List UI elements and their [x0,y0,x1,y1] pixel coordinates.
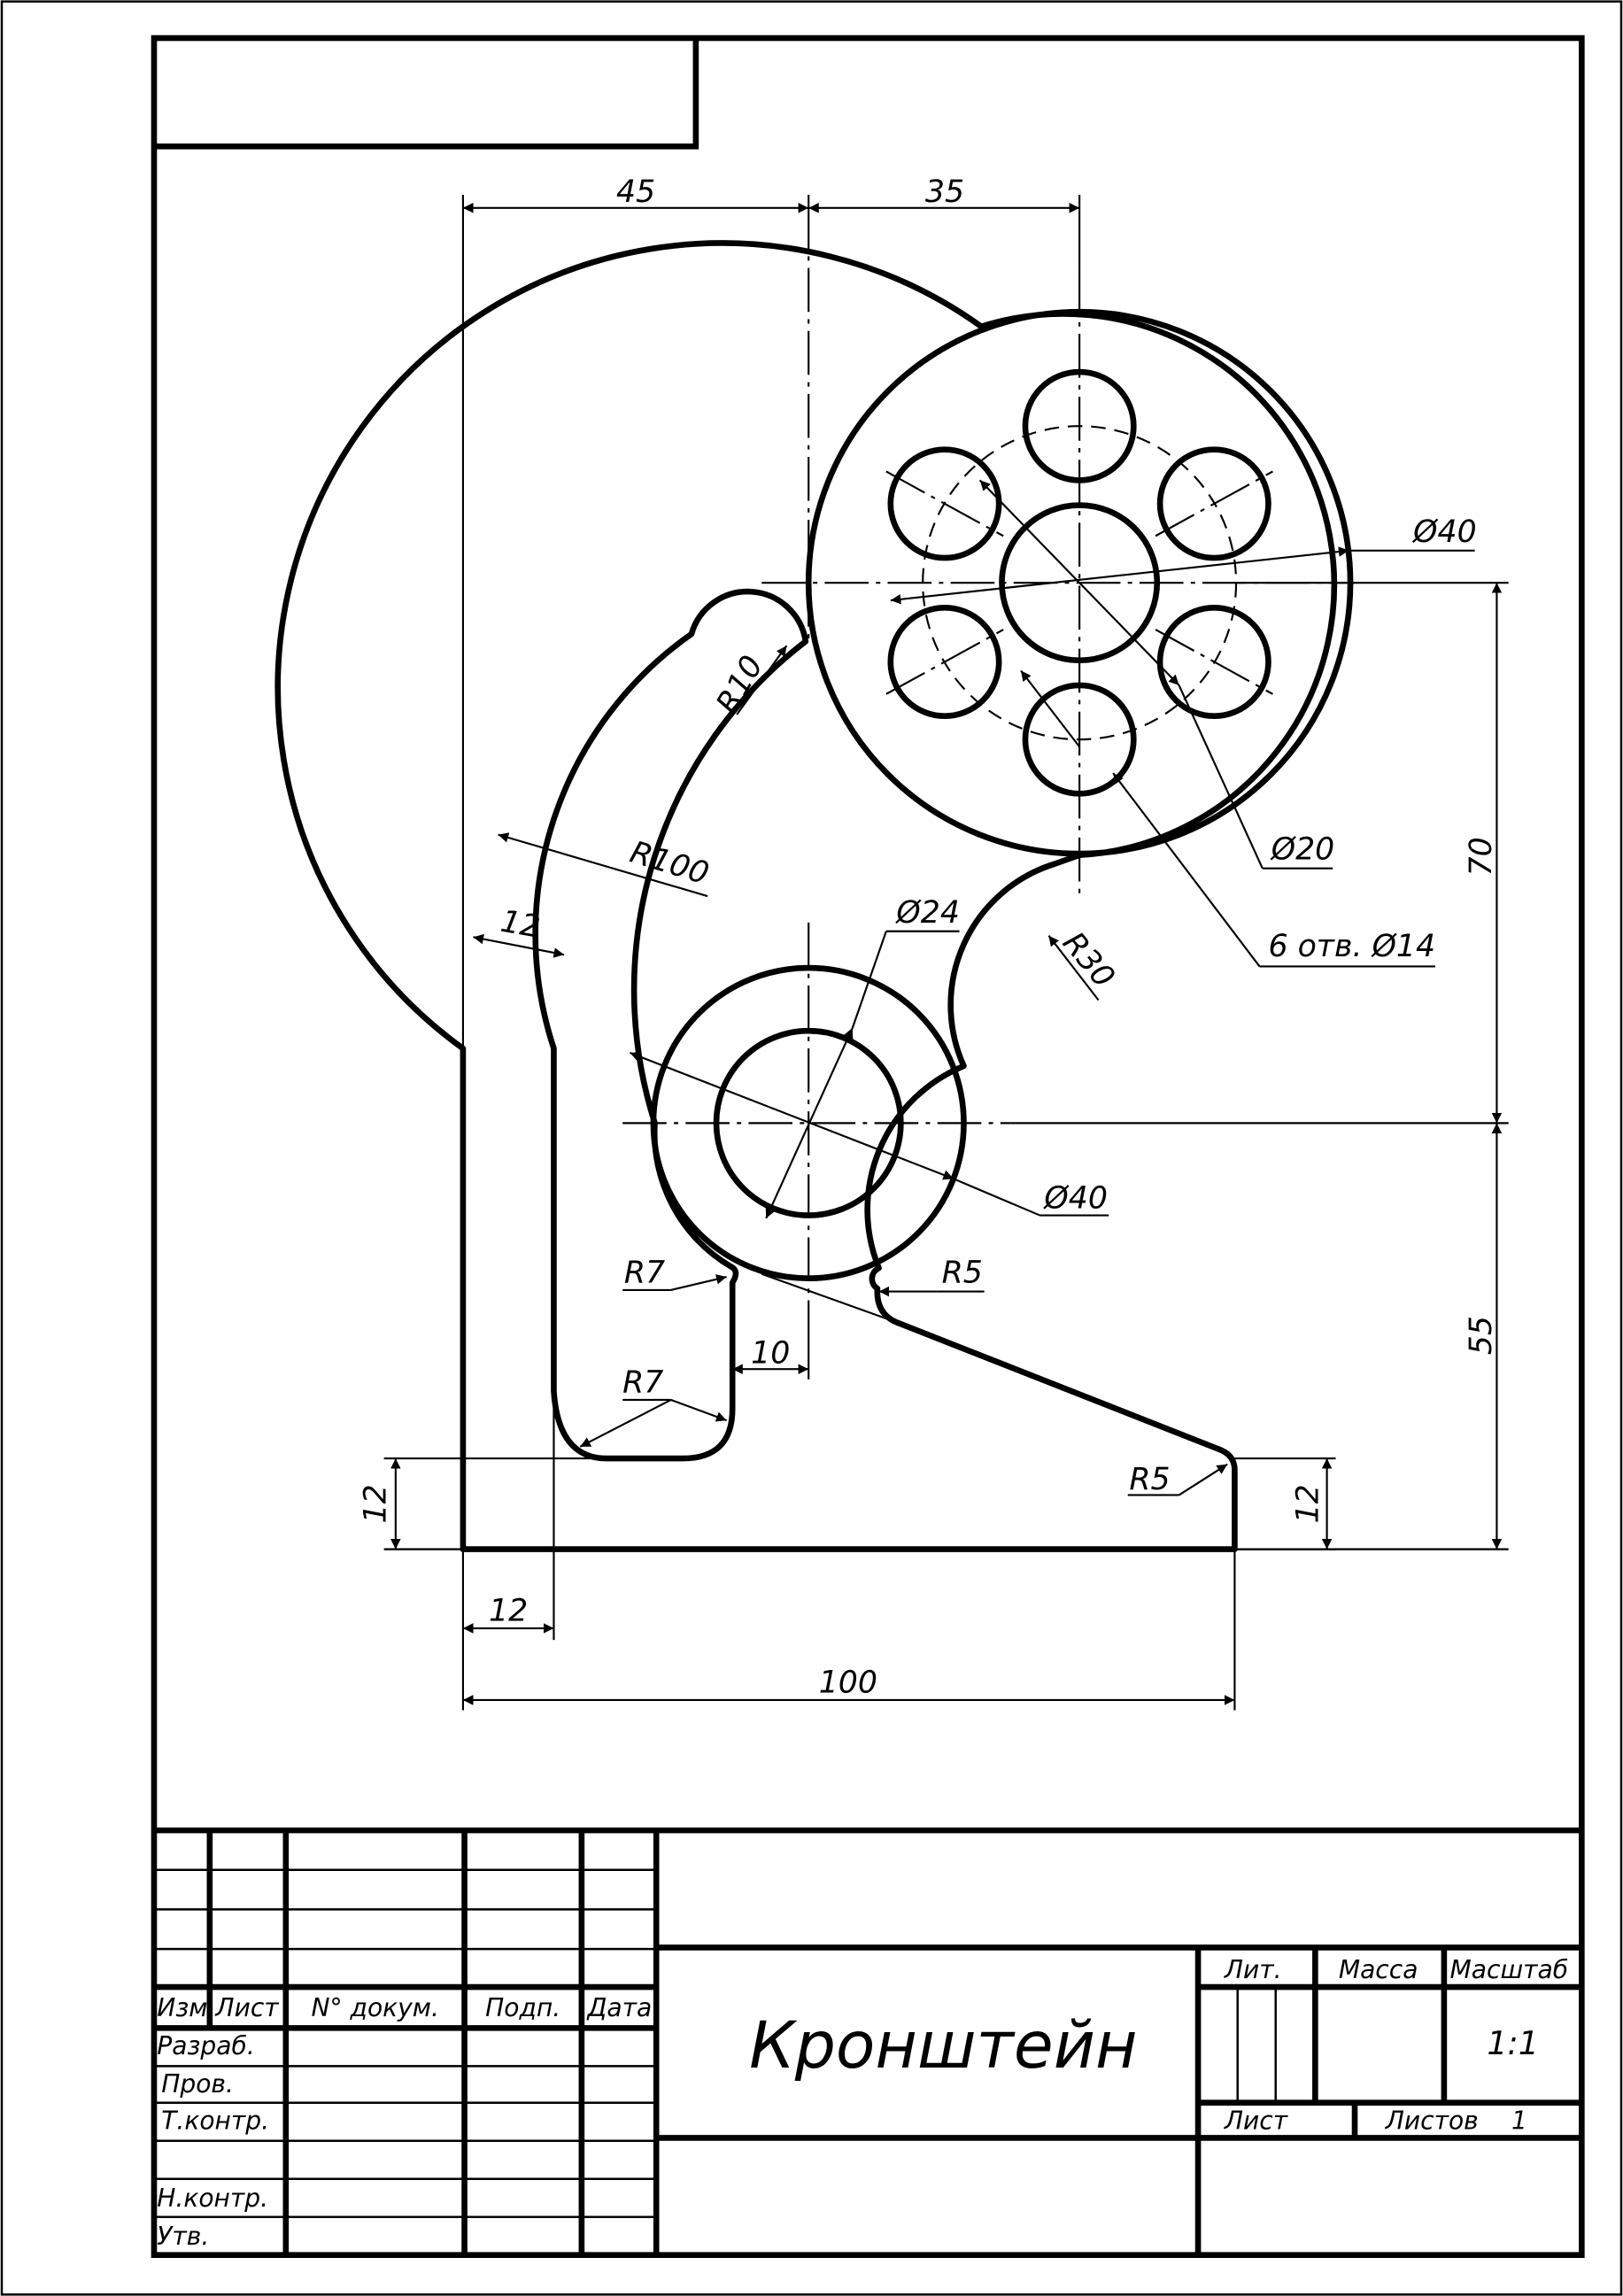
dim-diameter-40-top: Ø40 [1411,514,1477,550]
role-prov: Пров. [161,2069,234,2099]
dim-12-wall: 12 [498,904,542,946]
inner-cutout [532,588,809,1462]
label-lit: Лит. [1224,1955,1282,1984]
dim-10: 10 [751,1336,790,1372]
dimension-texts: 45 35 Ø40 Ø20 6 отв. Ø14 70 R10 R100 12 … [358,174,1499,1700]
dim-r7-upper: R7 [624,1256,665,1291]
dim-r5-lower: R5 [1129,1462,1170,1497]
dim-12-right: 12 [1291,1484,1326,1523]
dim-diameter-40-bottom: Ø40 [1042,1180,1108,1216]
top-left-stamp-box [153,37,699,150]
label-sheets: Листов [1385,2106,1479,2135]
dim-diameter-20: Ø20 [1270,832,1335,868]
role-nkontr: Н.контр. [157,2184,268,2213]
label-mass: Масса [1339,1955,1418,1984]
col-date: Дата [585,1993,652,2022]
dim-100: 100 [819,1666,877,1701]
col-signature: Подп. [485,1993,560,2022]
dim-55: 55 [1464,1316,1499,1355]
title-block-texts: Изм Лист N° докум. Подп. Дата Разраб. Пр… [157,1955,1568,2251]
label-sheet: Лист [1224,2106,1289,2135]
label-scale: Масштаб [1450,1955,1569,1984]
dim-holes-6x14: 6 отв. Ø14 [1268,929,1435,964]
dimension-lines [383,194,1509,1711]
col-doc-number: N° докум. [311,1993,438,2022]
role-utv: Утв. [157,2222,209,2251]
dim-35: 35 [925,174,964,210]
dim-r7-lower: R7 [622,1365,663,1401]
role-tkontr: Т.контр. [161,2106,269,2135]
sheets-value: 1 [1511,2106,1527,2135]
col-list: Лист [214,1993,280,2022]
dim-r5-upper: R5 [942,1256,983,1291]
col-izm: Изм [157,1993,207,2022]
role-razrab: Разраб. [157,2031,254,2060]
dim-12-bottom: 12 [489,1594,528,1629]
dim-diameter-24: Ø24 [894,895,960,931]
dim-70: 70 [1464,837,1499,876]
drawing-title: Кронштейн [749,2008,1137,2083]
scale-value: 1:1 [1487,2024,1539,2062]
dim-12-left: 12 [358,1484,393,1523]
dim-45: 45 [616,174,655,210]
title-block-lines [153,1827,1582,2255]
drawing-frame [151,35,1585,2259]
